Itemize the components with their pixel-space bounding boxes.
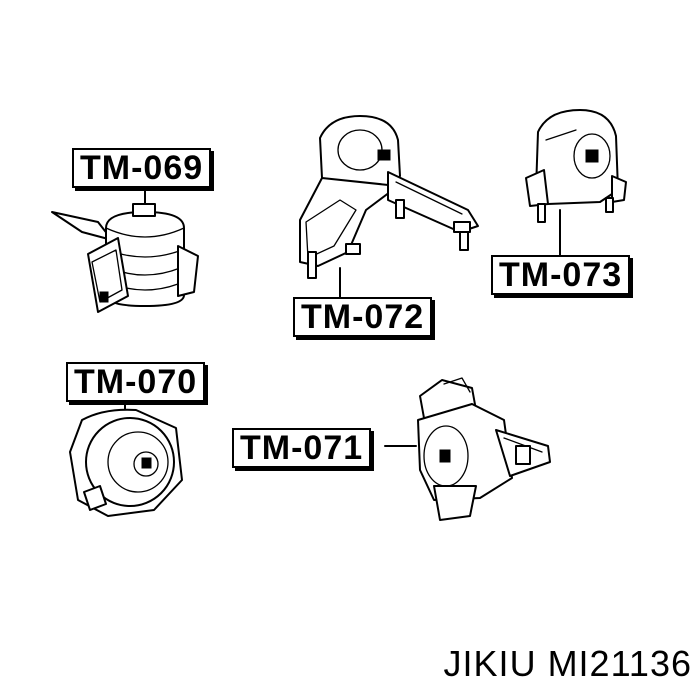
mount-tm-070-drawing (69, 408, 183, 517)
mount-tm-069-drawing (51, 203, 199, 313)
label-tm-071: TM-071 (232, 428, 372, 468)
mount-tm-071-drawing (417, 377, 551, 521)
label-tm-072: TM-072 (293, 297, 433, 337)
label-tm-070: TM-070 (66, 362, 206, 402)
mount-tm-073-drawing (525, 109, 627, 223)
brand-part-number-caption: JIKIU MI21136 (443, 643, 692, 684)
label-tm-069: TM-069 (72, 148, 212, 188)
mount-tm-072-drawing (299, 115, 479, 279)
label-tm-073: TM-073 (491, 255, 631, 295)
